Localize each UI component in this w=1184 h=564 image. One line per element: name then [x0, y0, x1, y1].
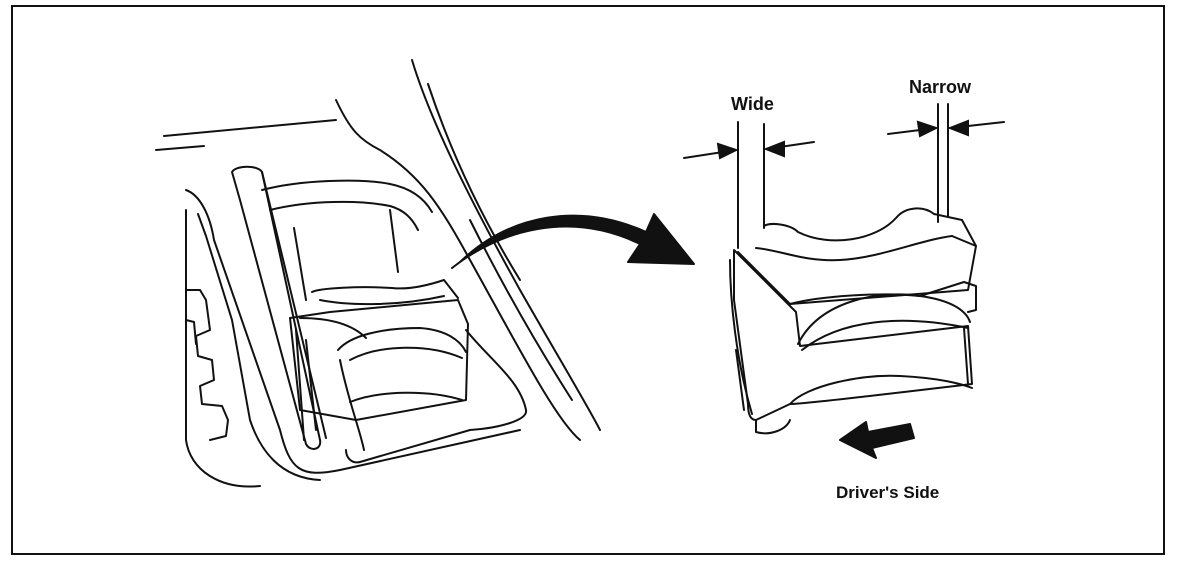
narrow-label: Narrow	[909, 77, 972, 97]
wide-label: Wide	[731, 94, 774, 114]
drivers-side-arrow-icon	[839, 421, 915, 459]
figure-border	[11, 5, 1165, 555]
insert-enlarged	[729, 103, 977, 435]
curved-arrow-icon	[451, 213, 695, 269]
drivers-side-label: Driver's Side	[836, 483, 940, 502]
width-arrows	[683, 119, 1005, 160]
console-illustration	[155, 59, 601, 488]
